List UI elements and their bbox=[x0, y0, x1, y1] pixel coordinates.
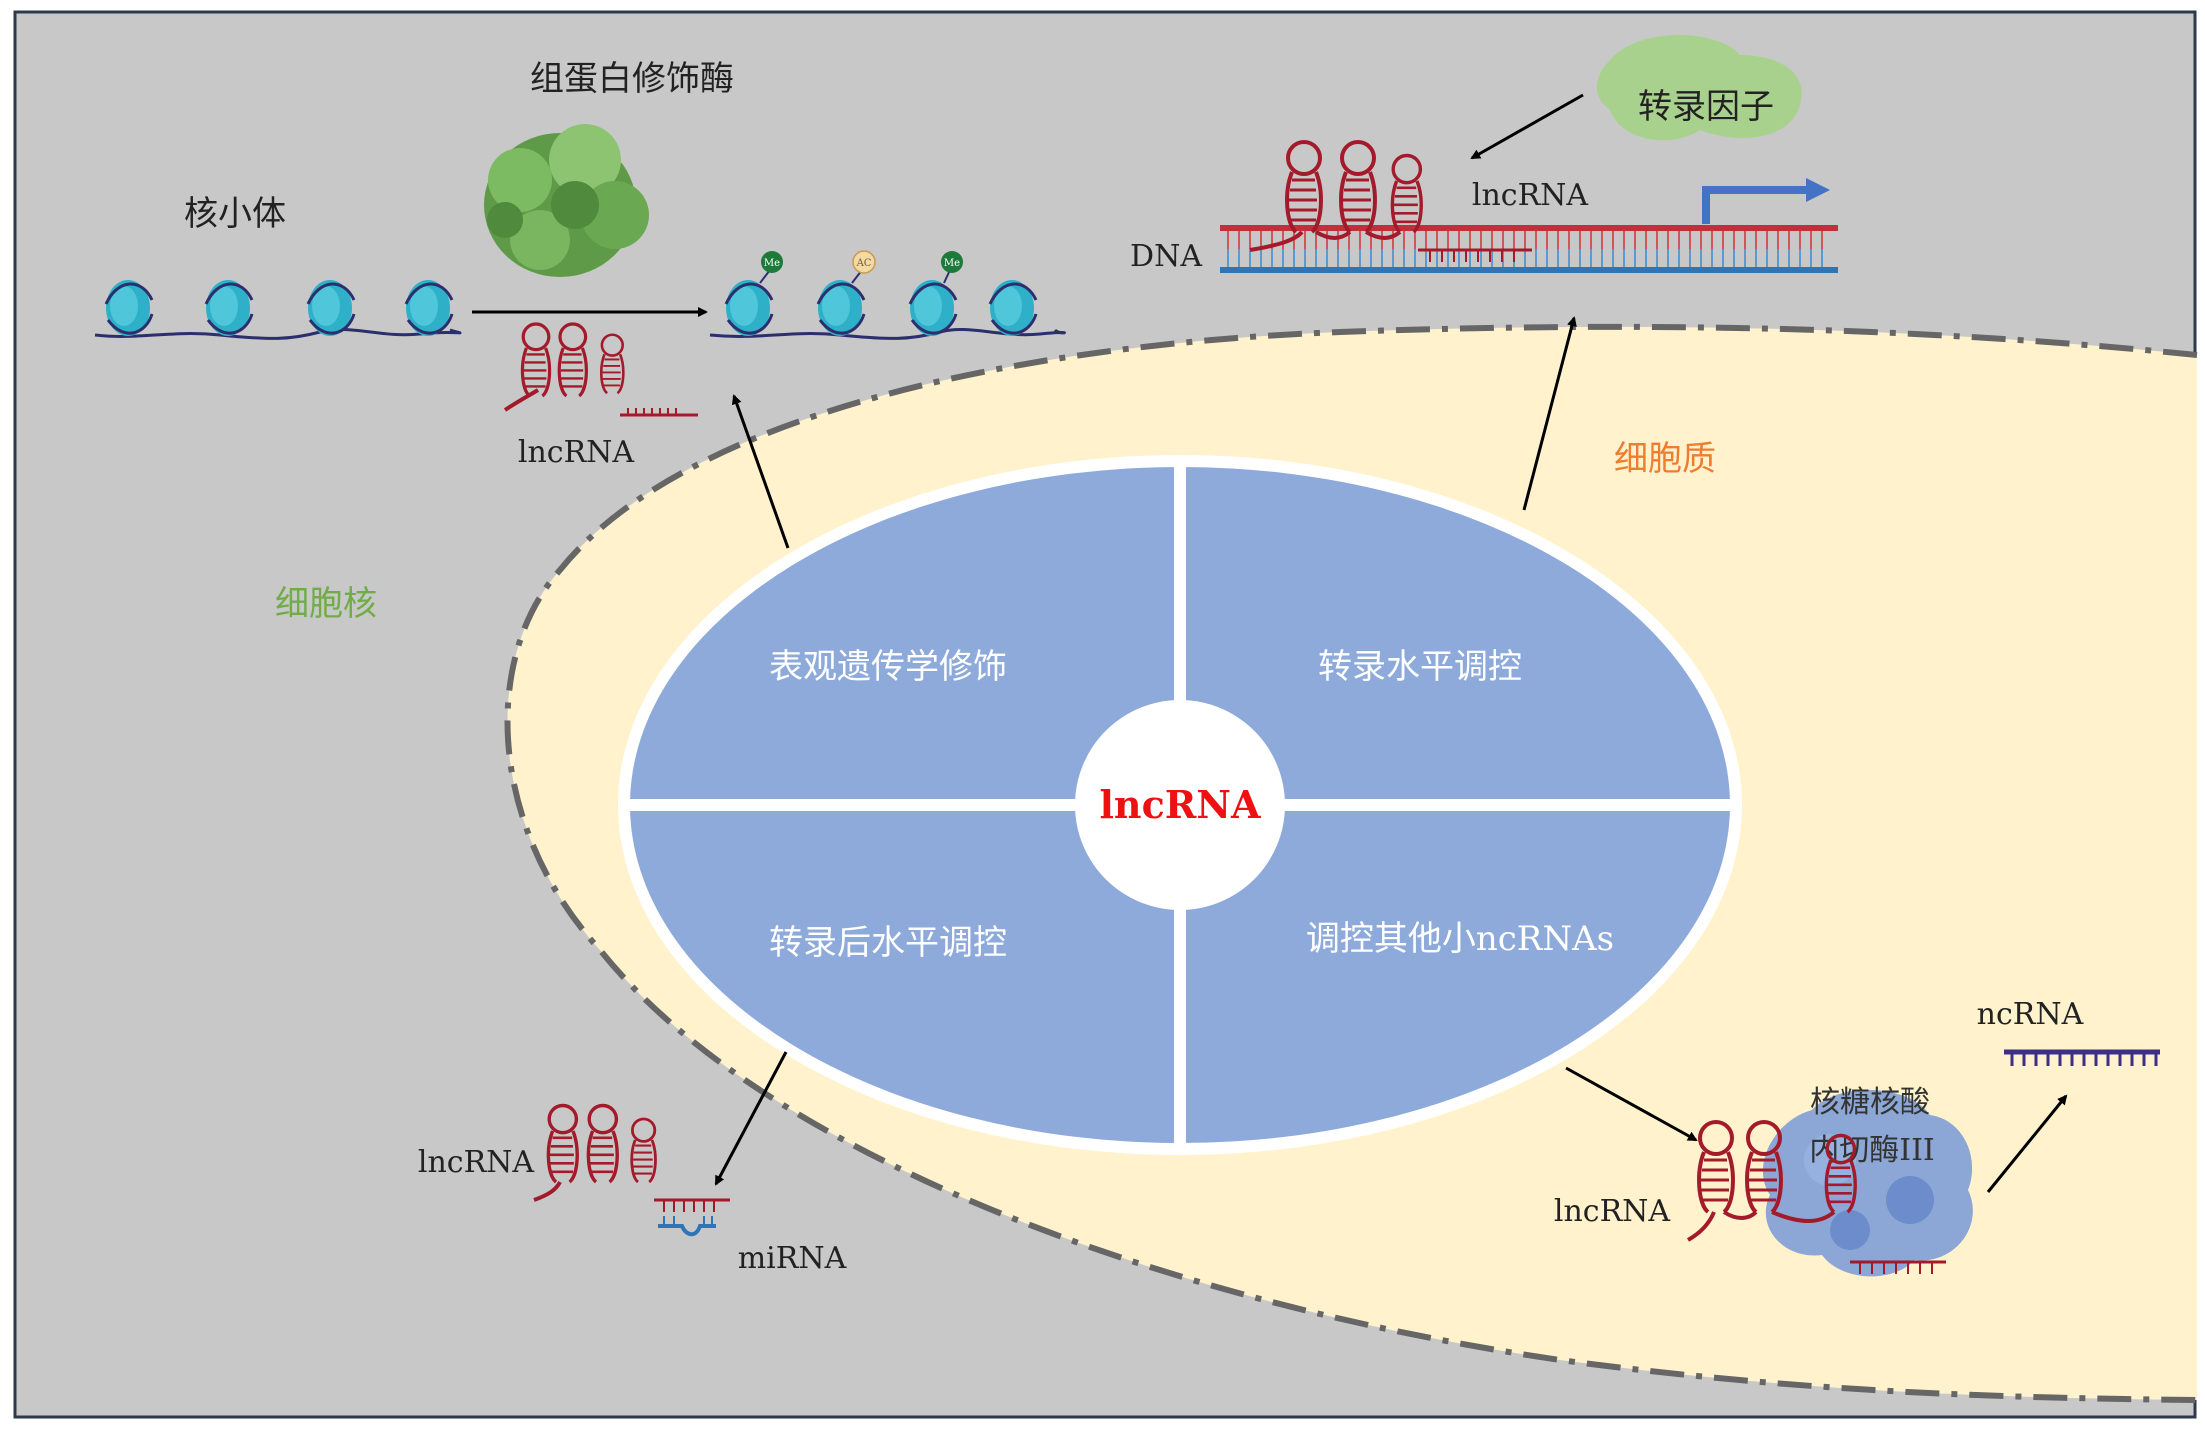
arrow-to-small-ncrna bbox=[1565, 1066, 1698, 1142]
lncrna-mirna-duplex-icon bbox=[533, 1103, 730, 1237]
center-ellipse bbox=[618, 455, 1742, 1155]
center-label: lncRNA bbox=[1100, 782, 1262, 827]
dna-bound-lncrna-icon bbox=[1249, 140, 1532, 262]
lncrna-hairpin-icon bbox=[503, 322, 698, 417]
quadrant-label-small-ncrna: 调控其他小ncRNAs bbox=[1306, 919, 1614, 959]
histone-enzyme-label: 组蛋白修饰酶 bbox=[530, 59, 734, 99]
quadrant-label-transcriptional: 转录水平调控 bbox=[1318, 647, 1522, 687]
rnase-iii-icon bbox=[1762, 1089, 1973, 1277]
center-circle bbox=[1075, 700, 1285, 910]
mark-acetyl: AC bbox=[856, 258, 872, 269]
mark-methyl-1: Me bbox=[764, 258, 780, 269]
ncrna-release-arrow bbox=[1986, 1094, 2068, 1193]
rnase-label-line1: 核糖核酸 bbox=[1810, 1085, 1930, 1120]
mark-methyl-2: Me bbox=[944, 258, 960, 269]
transcription-lncrna-label: lncRNA bbox=[1472, 178, 1589, 213]
ncrna-label: ncRNA bbox=[1977, 997, 2084, 1032]
dna-label: DNA bbox=[1130, 239, 1202, 274]
arrow-to-epigenetic bbox=[731, 394, 790, 549]
cytoplasm-label: 细胞质 bbox=[1614, 439, 1716, 479]
mirna-label: miRNA bbox=[738, 1241, 847, 1276]
promoter-arrow-icon bbox=[1702, 178, 1830, 224]
epigenetic-lncrna-label: lncRNA bbox=[518, 435, 635, 470]
histone-modifying-enzyme-icon bbox=[484, 124, 649, 277]
arrow-to-transcription bbox=[1522, 316, 1577, 511]
nucleosome-chain-icon bbox=[94, 278, 462, 340]
arrow-to-post-transcription bbox=[714, 1051, 788, 1186]
transcription-factor-label: 转录因子 bbox=[1638, 87, 1774, 127]
quadrant-label-post-transcriptional: 转录后水平调控 bbox=[769, 923, 1007, 963]
quadrant-label-epigenetic: 表观遗传学修饰 bbox=[769, 647, 1007, 687]
nucleus-label: 细胞核 bbox=[275, 584, 377, 624]
rnase-bound-lncrna-icon bbox=[1686, 1120, 1946, 1274]
tf-binding-arrow bbox=[1470, 93, 1584, 160]
ncrna-strand-icon bbox=[2004, 1049, 2160, 1066]
nucleosome-label: 核小体 bbox=[184, 194, 286, 234]
small-ncrna-lncrna-label: lncRNA bbox=[1554, 1194, 1671, 1229]
post-transcription-lncrna-label: lncRNA bbox=[418, 1145, 535, 1180]
transcription-factor-icon bbox=[1596, 35, 1802, 141]
nuclear-membrane bbox=[504, 323, 2198, 1403]
modified-nucleosome-chain-icon bbox=[709, 250, 1066, 340]
dna-double-strand-icon bbox=[1220, 225, 1838, 273]
